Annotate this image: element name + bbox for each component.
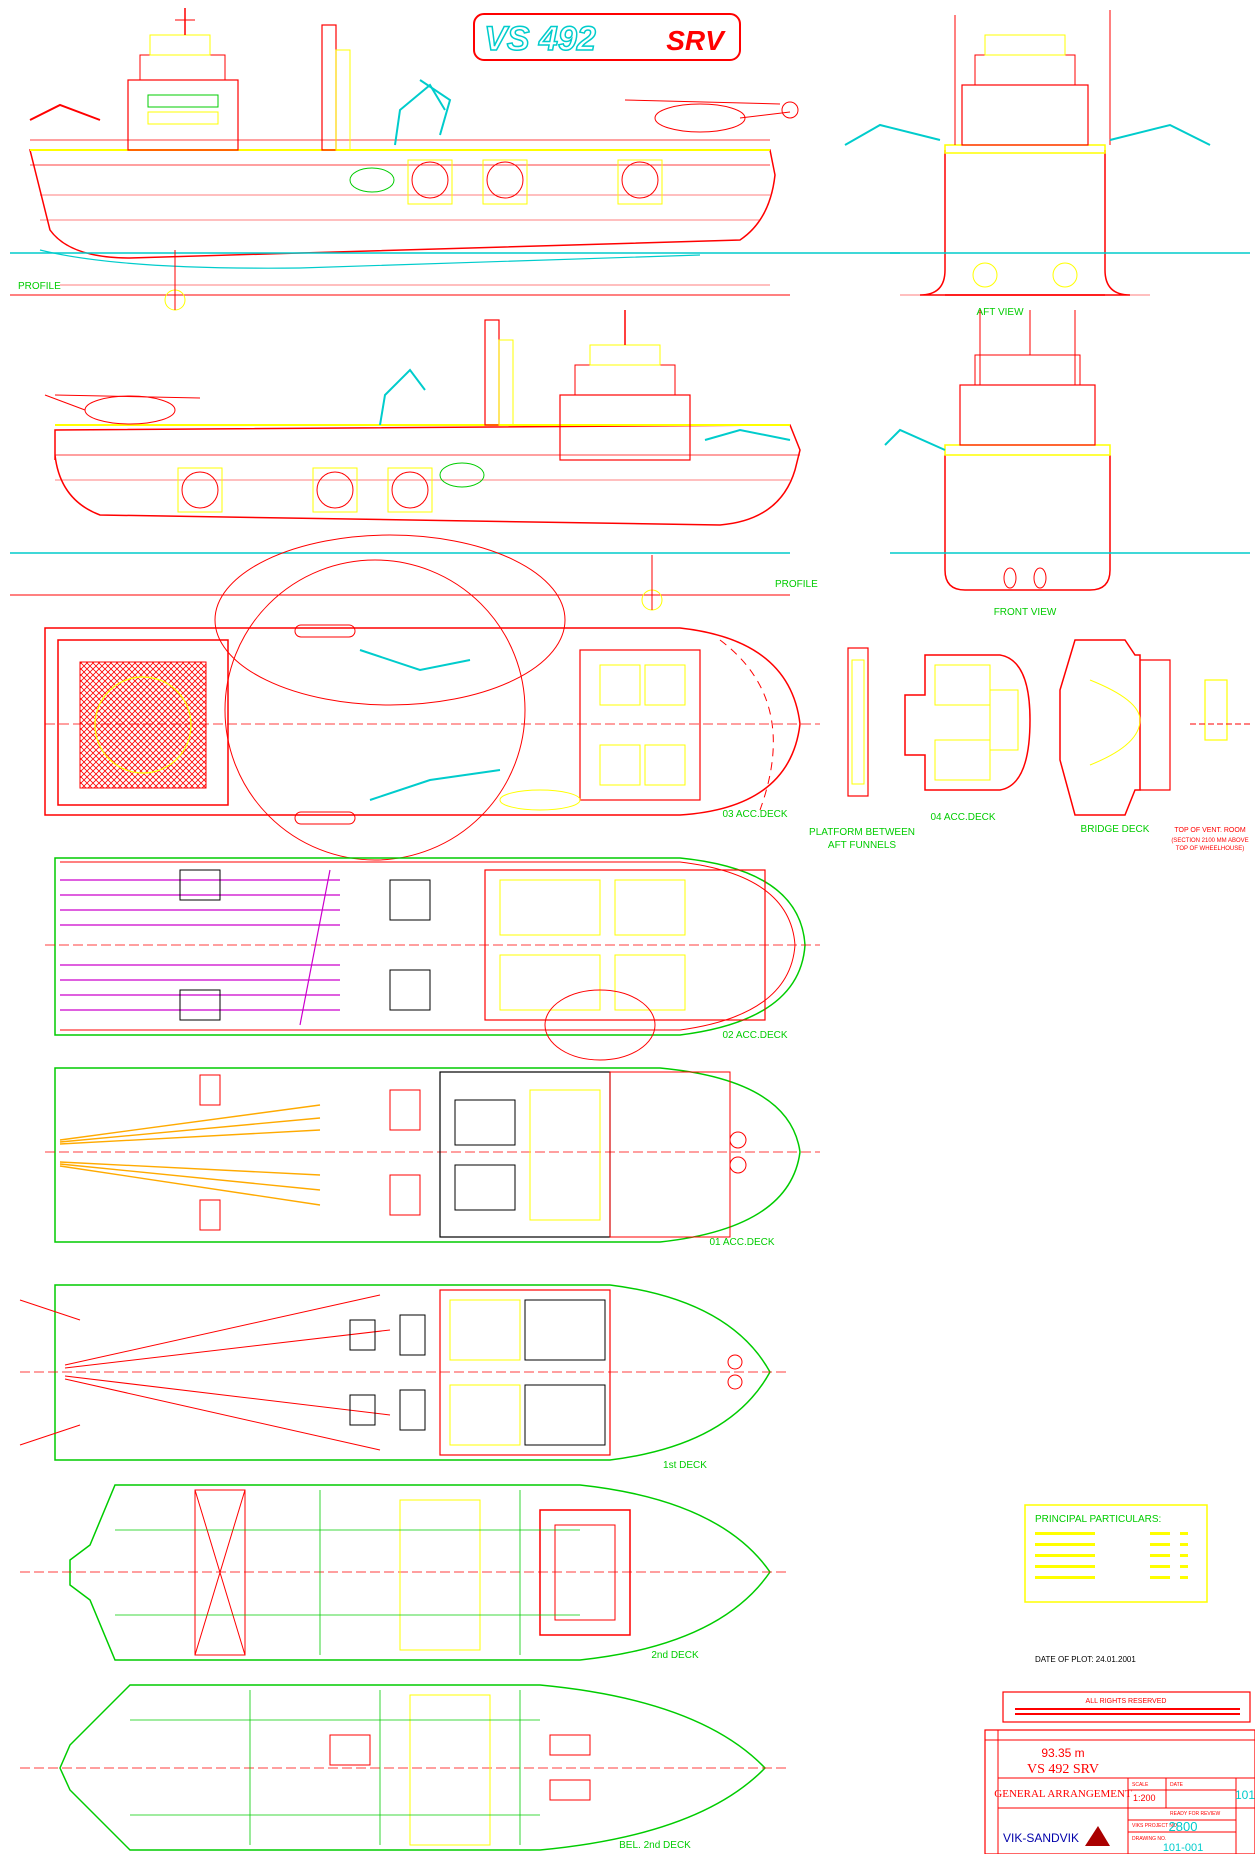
project-label: VIKS PROJECT NO. (1132, 1823, 1178, 1829)
profile-top-label: PROFILE (18, 281, 61, 292)
vessel-length: 93.35 m (1041, 1746, 1084, 1760)
front-view-label: FRONT VIEW (994, 607, 1057, 618)
title-block: ALL RIGHTS RESERVED 93.35 m VS 492 SRV G… (984, 1691, 1255, 1854)
platform-label-1: PLATFORM BETWEEN (809, 827, 915, 838)
status-text: READY FOR REVIEW (1170, 1811, 1220, 1817)
logo-srv: SRV (666, 25, 726, 56)
project-no: 2800 (1169, 1819, 1198, 1834)
vent-room-label-1: TOP OF VENT. ROOM (1174, 827, 1245, 834)
deck-04-label: 04 ACC.DECK (930, 812, 995, 823)
scale-value: 1:200 (1133, 1793, 1156, 1803)
rights-title: ALL RIGHTS RESERVED (1086, 1698, 1167, 1705)
vent-room-plan (1190, 679, 1250, 741)
drawing-no: 101-001 (1163, 1842, 1203, 1854)
deck-bel2nd-label: BEL. 2nd DECK (619, 1840, 691, 1851)
company-name: VIK-SANDVIK (1003, 1831, 1079, 1845)
deck-1st-plan (19, 1284, 790, 1461)
platform-funnels-plan (847, 647, 869, 797)
deck-04-plan (904, 654, 1031, 791)
deck-02-plan (45, 857, 820, 1061)
scale-label: SCALE (1132, 1782, 1149, 1788)
deck-bel2nd-plan (20, 1684, 790, 1851)
company-logo-icon (1085, 1826, 1110, 1846)
sheet-no: 101 (1235, 1788, 1255, 1802)
date-label: DATE (1170, 1782, 1184, 1788)
aft-view-label: AFT VIEW (976, 307, 1024, 318)
deck-01-plan (45, 1067, 820, 1243)
bridge-deck-plan (1059, 639, 1171, 816)
deck-1st-label: 1st DECK (663, 1460, 707, 1471)
vent-room-label-3: TOP OF WHEELHOUSE) (1176, 846, 1244, 852)
logo-text: VS 492 (484, 20, 596, 58)
profile-bottom-label: PROFILE (775, 579, 818, 590)
profile-top-view (10, 8, 900, 311)
deck-01-label: 01 ACC.DECK (709, 1237, 774, 1248)
deck-2nd-label: 2nd DECK (651, 1650, 699, 1661)
drawing-label: DRAWING NO. (1132, 1836, 1166, 1842)
deck-03-label: 03 ACC.DECK (722, 809, 787, 820)
particulars-title: PRINCIPAL PARTICULARS: (1035, 1514, 1161, 1525)
plot-date: DATE OF PLOT: 24.01.2001 (1035, 1655, 1136, 1664)
front-view (884, 310, 1250, 591)
drawing-title: GENERAL ARRANGEMENT (994, 1788, 1132, 1800)
deck-02-label: 02 ACC.DECK (722, 1030, 787, 1041)
bridge-deck-label: BRIDGE DECK (1081, 824, 1150, 835)
vessel-logo: VS 492 SRV (473, 13, 741, 61)
deck-03-plan (44, 559, 820, 861)
profile-bottom-view (10, 310, 801, 706)
vessel-name: VS 492 SRV (1027, 1762, 1099, 1777)
deck-2nd-plan (20, 1484, 790, 1661)
principal-particulars-box: PRINCIPAL PARTICULARS: (1024, 1504, 1208, 1603)
aft-view (844, 10, 1250, 296)
platform-label-2: AFT FUNNELS (828, 840, 896, 851)
vent-room-label-2: (SECTION 2100 MM ABOVE (1171, 838, 1248, 844)
